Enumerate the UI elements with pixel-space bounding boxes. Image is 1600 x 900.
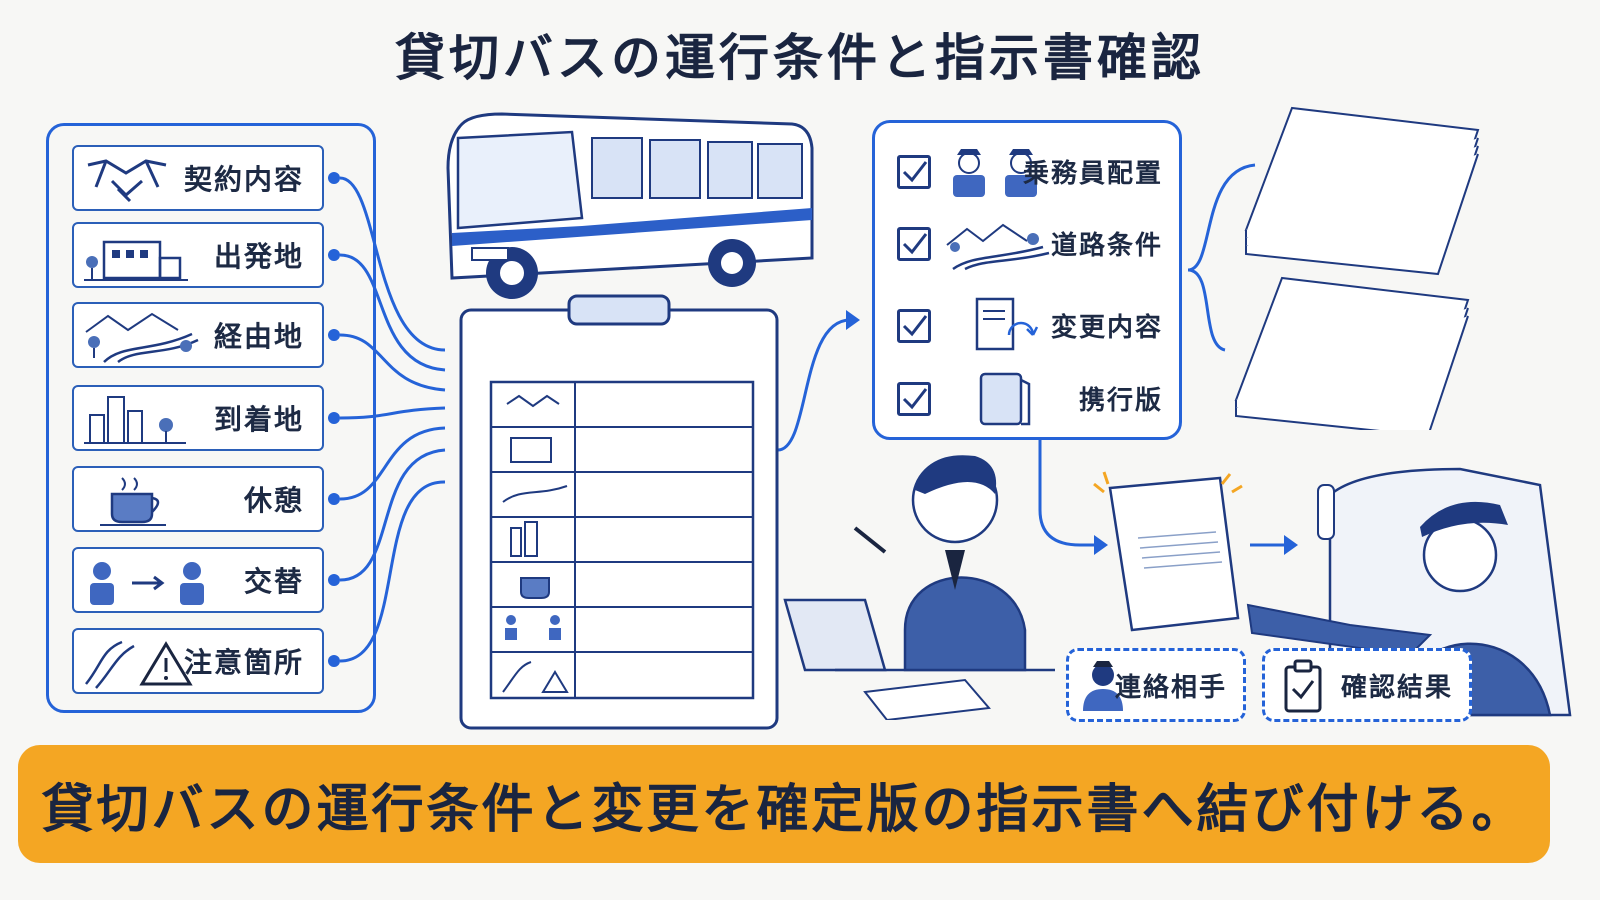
item-rest: 休憩	[72, 466, 324, 532]
item-label: 休憩	[243, 484, 304, 517]
person-icon	[1083, 661, 1123, 711]
warning-icon	[85, 640, 193, 689]
conditions-panel	[46, 123, 376, 713]
checkmark-icon	[902, 388, 928, 410]
crew-icon	[953, 149, 1037, 197]
connector-dot	[328, 493, 340, 505]
checklist-row-crew: 乗務員配置	[893, 141, 1173, 201]
checklist-label: 携行版	[1078, 385, 1163, 416]
connector-dot	[328, 172, 340, 184]
road-icon	[85, 312, 199, 364]
page-title: 貸切バスの運行条件と指示書確認	[395, 29, 1205, 87]
checkmark-icon	[902, 233, 928, 255]
item-label: 到着地	[213, 403, 304, 436]
checklist-label: 変更内容	[1050, 312, 1163, 343]
checklist-row-portable: 携行版	[893, 368, 1173, 428]
item-contract: 契約内容	[72, 145, 324, 211]
document-stacks	[1234, 106, 1480, 430]
checkmark-icon	[902, 315, 928, 337]
clipboard-illustration	[459, 294, 779, 730]
checkbox-checked[interactable]	[897, 227, 931, 261]
contact-person-box: 連絡相手	[1066, 648, 1246, 722]
connector-dot	[328, 249, 340, 261]
item-departure: 出発地	[72, 222, 324, 288]
check-result-box: 確認結果	[1262, 648, 1472, 722]
check-result-label: 確認結果	[1340, 672, 1453, 703]
item-arrival: 到着地	[72, 385, 324, 451]
checkbox-checked[interactable]	[897, 309, 931, 343]
connector-dot	[328, 329, 340, 341]
contact-person-label: 連絡相手	[1114, 672, 1227, 703]
connector-dot	[328, 655, 340, 667]
item-label: 注意箇所	[183, 646, 304, 679]
document-refresh-icon	[975, 297, 1039, 351]
city-icon	[84, 396, 186, 444]
building-icon	[84, 240, 188, 281]
clipboard-check-icon	[1284, 659, 1322, 713]
office-worker-illustration	[783, 455, 1055, 720]
checklist-label: 乗務員配置	[1022, 158, 1163, 189]
connector-dot	[328, 574, 340, 586]
connector-dot	[328, 412, 340, 424]
coffee-icon	[100, 477, 166, 526]
item-label: 契約内容	[183, 163, 304, 196]
item-waypoint: 経由地	[72, 302, 324, 368]
checkbox-checked[interactable]	[897, 382, 931, 416]
bus-illustration	[446, 112, 814, 299]
item-label: 交替	[243, 565, 304, 598]
item-caution: 注意箇所	[72, 628, 324, 694]
checklist-row-changes: 変更内容	[893, 295, 1173, 355]
final-document-illustration	[1093, 471, 1243, 632]
handshake-icon	[87, 159, 167, 203]
item-label: 経由地	[213, 320, 304, 353]
road-icon	[946, 223, 1050, 271]
checklist-row-road: 道路条件	[893, 213, 1173, 273]
driver-swap-icon	[90, 562, 204, 605]
summary-banner: 貸切バスの運行条件と変更を確定版の指示書へ結び付ける。	[18, 745, 1550, 863]
checkbox-checked[interactable]	[897, 155, 931, 189]
tablet-icon	[979, 372, 1031, 426]
checkmark-icon	[902, 161, 928, 183]
item-label: 出発地	[213, 240, 304, 273]
item-driver-change: 交替	[72, 547, 324, 613]
checklist-panel: 乗務員配置 道路条件 変更内容 携行版	[872, 120, 1182, 440]
checklist-label: 道路条件	[1050, 230, 1163, 261]
